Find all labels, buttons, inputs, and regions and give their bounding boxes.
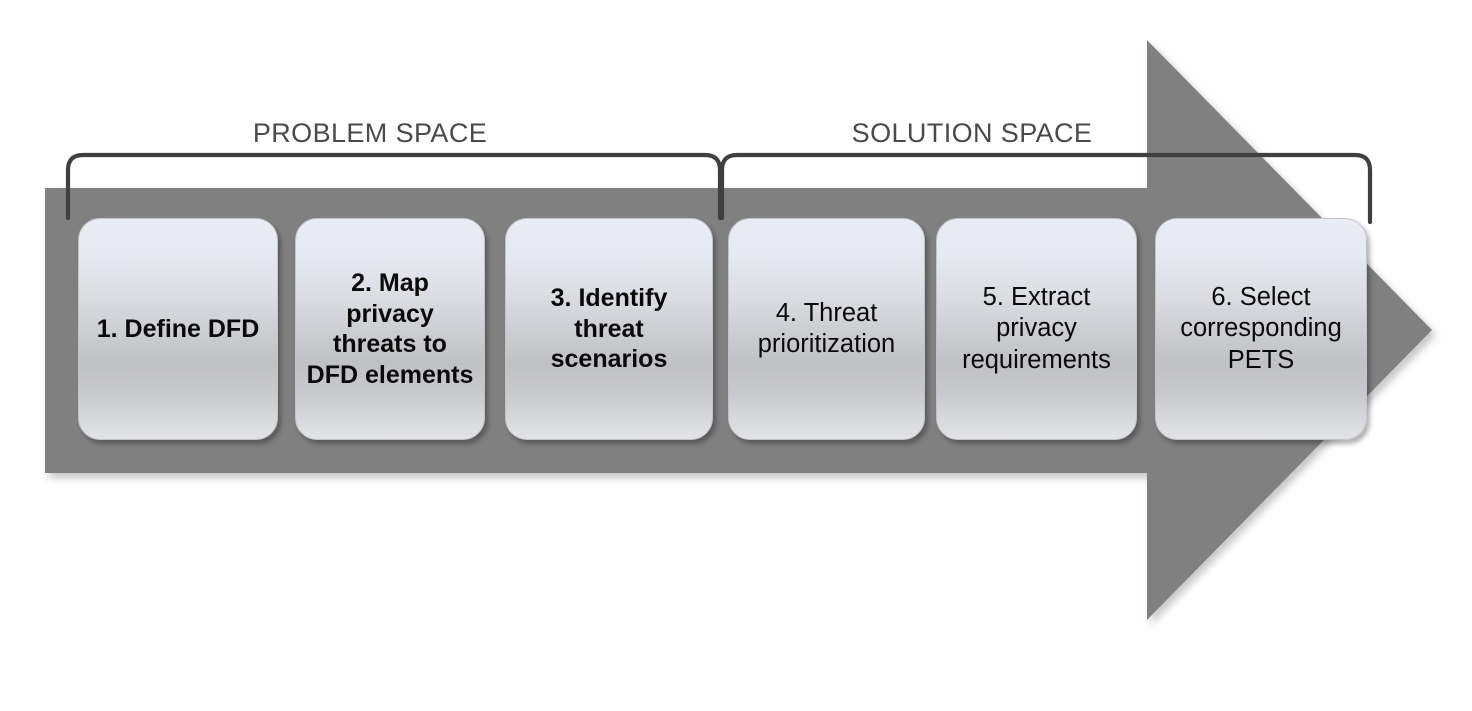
phase-label-solution-space: SOLUTION SPACE [851,118,1093,148]
step-box-2[interactable]: 2. Map privacy threats to DFD elements [295,218,485,440]
step-box-1[interactable]: 1. Define DFD [78,218,278,440]
step-box-1-label: 1. Define DFD [96,314,260,343]
bracket-problem-space [65,152,723,221]
bracket-solution-space [719,152,1373,225]
step-box-4[interactable]: 4. Threat prioritization [728,218,925,440]
step-box-3[interactable]: 3. Identify threat scenarios [505,218,713,440]
step-box-5[interactable]: 5. Extract privacy requirements [936,218,1137,440]
phase-label-problem-space: PROBLEM SPACE [252,118,488,148]
step-box-5-label: 5. Extract privacy requirements [962,283,1111,374]
step-box-6[interactable]: 6. Select corresponding PETS [1155,218,1367,440]
step-box-6-label: 6. Select corresponding PETS [1180,283,1342,374]
step-box-3-label: 3. Identify threat scenarios [550,284,668,374]
step-box-2-label: 2. Map privacy threats to DFD elements [306,269,474,389]
step-box-4-label: 4. Threat prioritization [757,298,896,358]
